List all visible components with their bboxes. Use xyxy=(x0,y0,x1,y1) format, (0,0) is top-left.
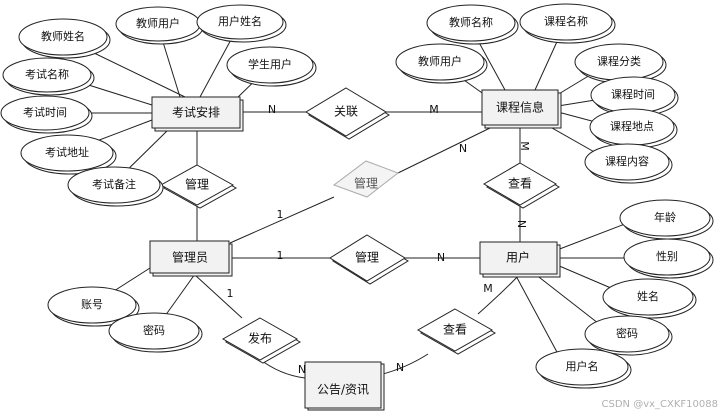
card-admin-manage-user: 1 xyxy=(277,249,284,262)
rel-publish-label: 发布 xyxy=(248,331,272,346)
attr-exam-name-label: 考试名称 xyxy=(25,67,69,81)
rel-view-course: 查看 xyxy=(483,162,560,209)
card-notice-view: N xyxy=(396,361,404,374)
rel-associate-label: 关联 xyxy=(334,105,358,119)
attr-exam-student-user-label: 学生用户 xyxy=(248,57,292,71)
attr-course-teacher-name: 教师名称 xyxy=(426,4,519,45)
attr-admin-account-label: 账号 xyxy=(81,298,103,311)
attr-course-teacher-user-label: 教师用户 xyxy=(418,54,462,68)
entity-exam-schedule: 考试安排 xyxy=(151,96,244,132)
card-admin-publish: 1 xyxy=(227,287,234,300)
rel-view-notice-label: 查看 xyxy=(443,323,467,337)
rel-view-course-label: 查看 xyxy=(508,177,532,191)
attr-user-username: 用户名 xyxy=(535,348,632,389)
attr-user-name-label: 姓名 xyxy=(637,289,659,303)
cardinalities: N M N 1 M N 1 N 1 N N M xyxy=(227,103,532,376)
rel-manage-user-label: 管理 xyxy=(355,250,379,265)
entity-notice-label: 公告/资讯 xyxy=(317,383,369,397)
rel-manage-course-label: 管理 xyxy=(354,176,378,191)
attr-user-username-label: 用户名 xyxy=(566,359,599,373)
attr-course-content: 课程内容 xyxy=(584,143,673,184)
card-user-manage: N xyxy=(437,251,445,264)
attr-course-teacher-name-label: 教师名称 xyxy=(449,15,493,29)
attr-exam-teacher-user-label: 教师用户 xyxy=(136,16,180,30)
attr-user-gender-label: 性别 xyxy=(656,249,678,263)
watermark: CSDN @vx_CXKF10088 xyxy=(602,399,718,410)
entity-user-label: 用户 xyxy=(506,250,530,265)
attr-course-category-label: 课程分类 xyxy=(597,54,641,68)
card-admin-manage-course: 1 xyxy=(277,208,284,221)
attr-exam-teacher-user: 教师用户 xyxy=(115,6,204,45)
card-course-associate: M xyxy=(429,103,439,116)
attr-exam-user-name: 用户姓名 xyxy=(196,4,287,43)
attr-course-location-label: 课程地点 xyxy=(610,120,654,133)
attr-course-content-label: 课程内容 xyxy=(605,154,649,168)
attr-course-category: 课程分类 xyxy=(574,43,667,84)
attr-exam-teacher-name-label: 教师姓名 xyxy=(41,29,85,43)
attr-user-password-label: 密码 xyxy=(616,326,638,340)
entity-admin: 管理员 xyxy=(149,240,233,277)
card-user-view: N xyxy=(515,220,528,228)
attr-user-age: 年龄 xyxy=(619,199,714,240)
attr-course-location: 课程地点 xyxy=(589,108,678,149)
entity-course-info: 课程信息 xyxy=(481,89,562,129)
entity-user: 用户 xyxy=(479,241,561,278)
card-notice-publish: N xyxy=(298,363,306,376)
entity-admin-label: 管理员 xyxy=(172,250,208,265)
attr-course-time-label: 课程时间 xyxy=(611,88,655,101)
attr-admin-account: 账号 xyxy=(47,286,140,327)
attr-exam-address: 考试地址 xyxy=(20,134,117,175)
entity-exam-schedule-label: 考试安排 xyxy=(172,105,220,120)
rel-associate: 关联 xyxy=(305,87,390,140)
rel-manage-exam-label: 管理 xyxy=(185,177,209,192)
attr-exam-teacher-name: 教师姓名 xyxy=(18,18,111,59)
attr-exam-remark-label: 考试备注 xyxy=(92,177,136,191)
attr-exam-name: 考试名称 xyxy=(2,57,95,96)
attr-course-name: 课程名称 xyxy=(519,3,616,44)
rel-manage-exam: 管理 xyxy=(159,164,238,209)
attr-exam-address-label: 考试地址 xyxy=(45,145,89,159)
attr-exam-time-label: 考试时间 xyxy=(23,106,67,119)
attr-user-gender: 性别 xyxy=(623,238,714,279)
rel-view-notice: 查看 xyxy=(416,308,497,355)
card-course-manage: N xyxy=(459,142,467,155)
card-course-view: M xyxy=(518,141,531,151)
card-user-view-notice: M xyxy=(483,282,493,295)
attr-exam-user-name-label: 用户姓名 xyxy=(218,14,262,28)
attr-course-teacher-user: 教师用户 xyxy=(395,43,488,84)
rel-manage-course: 管理 xyxy=(332,160,400,198)
attr-course-name-label: 课程名称 xyxy=(544,14,588,28)
attr-exam-student-user: 学生用户 xyxy=(226,46,317,87)
attr-user-age-label: 年龄 xyxy=(654,210,676,224)
attr-exam-time: 考试时间 xyxy=(0,95,93,134)
attr-admin-password: 密码 xyxy=(108,312,203,353)
attr-user-name: 姓名 xyxy=(602,278,697,319)
attr-user-password: 密码 xyxy=(584,315,673,356)
entity-course-info-label: 课程信息 xyxy=(496,100,544,115)
card-exam-associate: N xyxy=(268,103,276,116)
attr-exam-remark: 考试备注 xyxy=(67,166,164,207)
attr-course-time: 课程时间 xyxy=(590,76,679,117)
rel-publish: 发布 xyxy=(221,317,302,364)
attr-admin-password-label: 密码 xyxy=(143,323,165,337)
entity-notice: 公告/资讯 xyxy=(304,361,385,411)
rel-manage-user: 管理 xyxy=(329,234,409,285)
